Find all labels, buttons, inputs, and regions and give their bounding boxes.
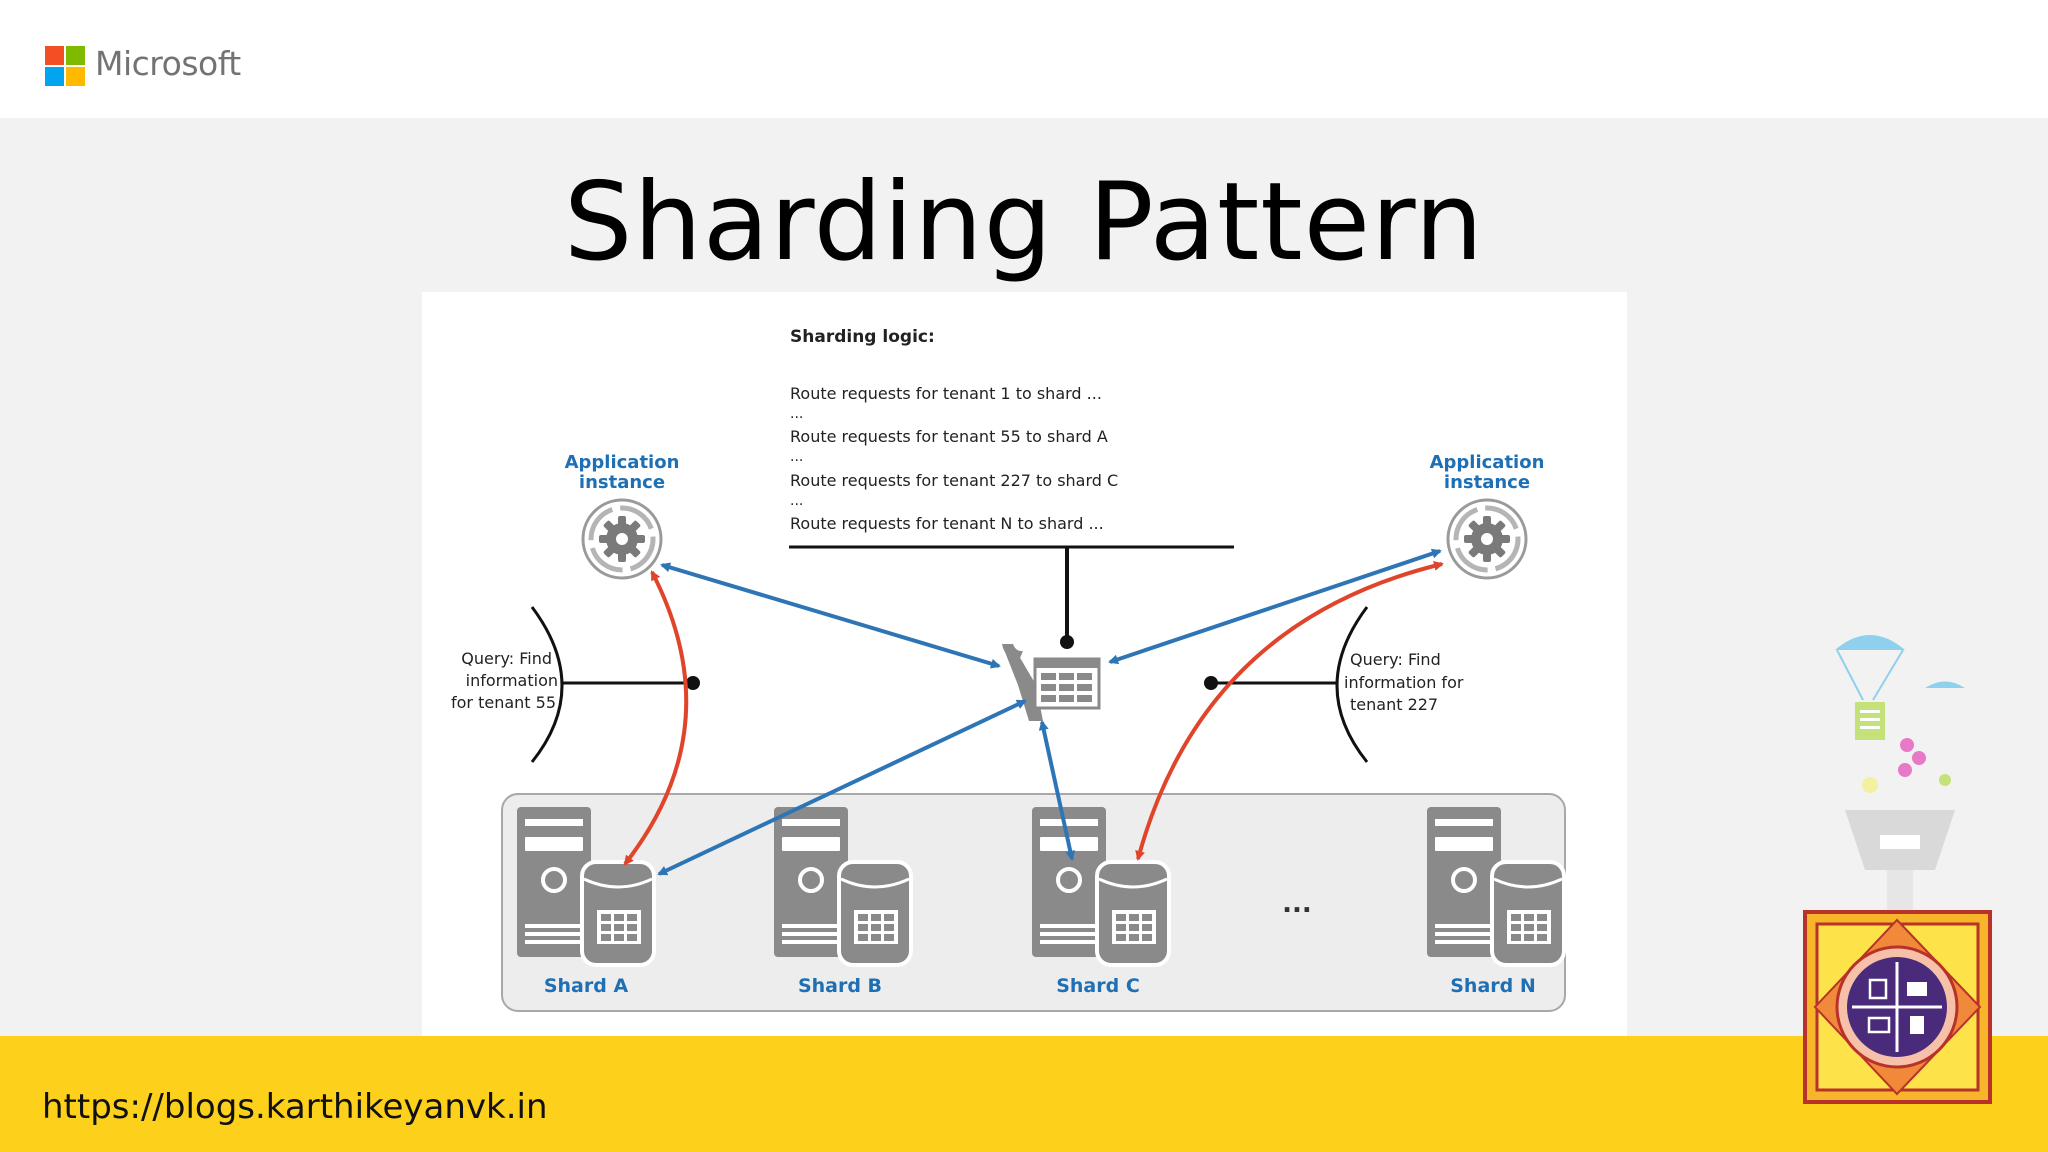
query-right: Query: Find information for tenant 227 <box>1204 606 1464 763</box>
sharding-logic-box: Sharding logic: Route requests for tenan… <box>789 327 1234 649</box>
query-right-text: tenant 227 <box>1350 695 1438 714</box>
logic-line: Route requests for tenant 55 to shard A <box>790 427 1108 446</box>
footer-bar <box>0 1036 2048 1152</box>
app-right-label: Application <box>1430 452 1545 473</box>
top-bar: Microsoft <box>0 0 2048 118</box>
app-left-label: instance <box>579 472 665 493</box>
slide-title: Sharding Pattern <box>563 160 1485 285</box>
shard-label: Shard N <box>1450 975 1536 997</box>
logic-connector-dot <box>1060 635 1074 649</box>
logic-ellipsis: ... <box>790 406 803 422</box>
query-arrows <box>623 561 1444 866</box>
shard-label: Shard C <box>1056 975 1140 997</box>
shard-label: Shard B <box>798 975 882 997</box>
gear-icon <box>1448 500 1526 578</box>
query-left-text: Query: Find <box>461 649 552 668</box>
footer-url: https://blogs.karthikeyanvk.in <box>42 1087 548 1127</box>
more-shards-ellipsis: ... <box>1282 889 1312 919</box>
query-left: Query: Find information for tenant 55 <box>451 606 700 763</box>
query-right-text: information for <box>1344 673 1464 692</box>
logic-ellipsis: ... <box>790 493 803 509</box>
sharding-diagram: Sharding logic: Route requests for tenan… <box>422 292 1627 1036</box>
logic-line: Route requests for tenant 227 to shard C <box>790 471 1118 490</box>
query-left-text: information <box>466 671 558 690</box>
logic-ellipsis: ... <box>790 449 803 465</box>
sharding-logic-title: Sharding logic: <box>790 327 935 347</box>
logic-line: Route requests for tenant 1 to shard ... <box>790 384 1102 403</box>
microsoft-logo-icon <box>45 46 86 87</box>
brand-name: Microsoft <box>95 44 241 83</box>
query-left-text: for tenant 55 <box>451 693 556 712</box>
shard-map-tool-icon <box>1002 644 1101 721</box>
shard-label: Shard A <box>544 975 629 997</box>
app-instance-left: Application instance <box>565 452 680 578</box>
gear-icon <box>583 500 661 578</box>
app-left-label: Application <box>565 452 680 473</box>
app-instance-right: Application instance <box>1430 452 1545 578</box>
decorative-illustration-icon <box>1803 635 1992 1104</box>
query-right-text: Query: Find <box>1350 650 1441 669</box>
logic-line: Route requests for tenant N to shard ... <box>790 514 1104 533</box>
app-right-label: instance <box>1444 472 1530 493</box>
